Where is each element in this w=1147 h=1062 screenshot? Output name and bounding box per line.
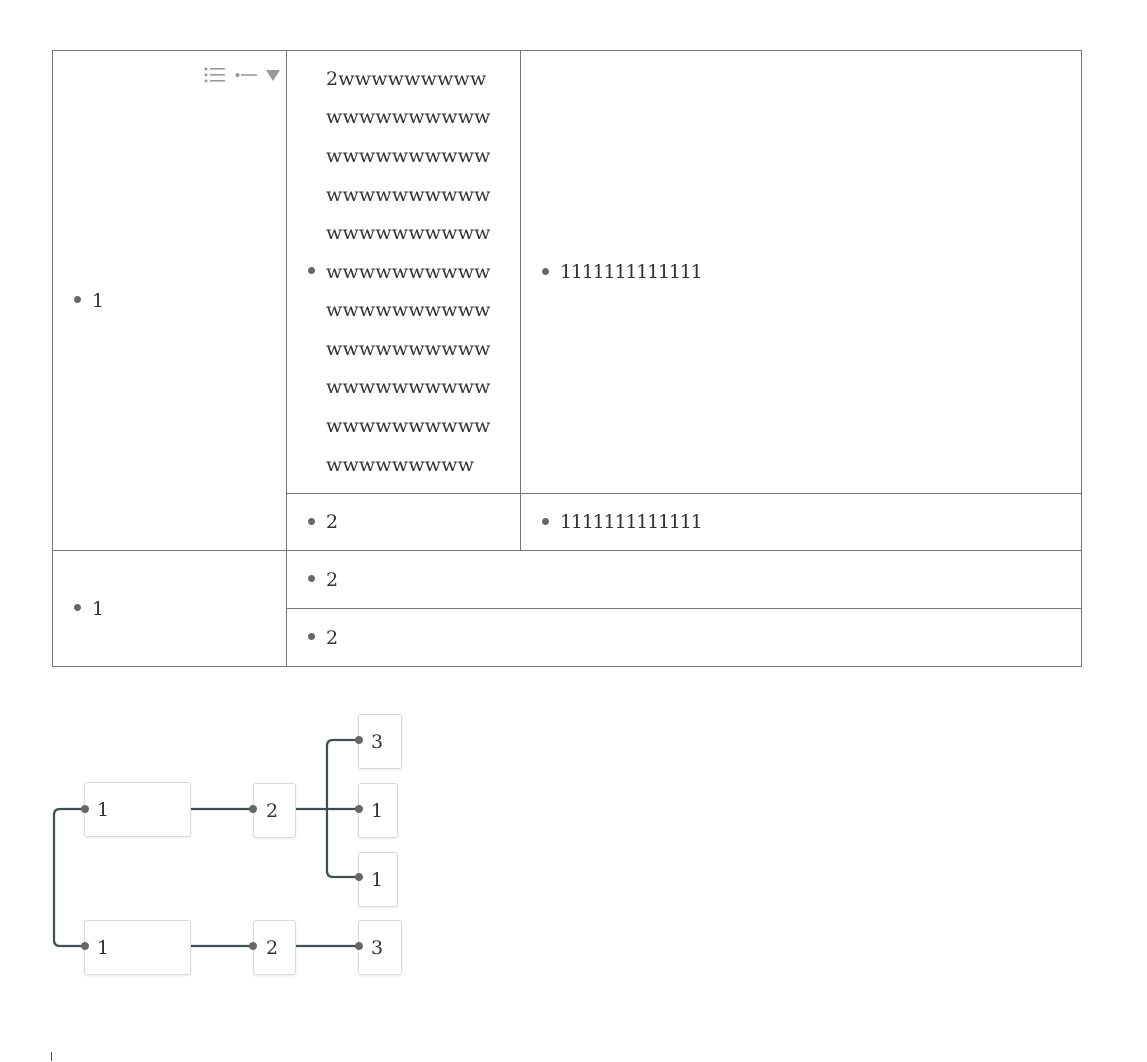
bullet-icon xyxy=(74,296,81,303)
level2-label: 2 xyxy=(326,568,339,591)
bullet-icon xyxy=(542,267,549,275)
level2-label: 2 xyxy=(326,626,339,649)
text-caret xyxy=(51,1052,52,1061)
dropdown-arrow-icon[interactable] xyxy=(266,67,280,83)
table-cell-level2[interactable]: 2wwwwwwwww wwwwwwwwww wwwwwwwwww wwwwwww… xyxy=(286,50,521,494)
table-cell-level2[interactable]: 2 xyxy=(286,550,1082,609)
connector-dot xyxy=(355,873,363,881)
connector-icon[interactable] xyxy=(235,67,257,83)
node-label: 2 xyxy=(266,937,279,959)
table-cell-level2[interactable]: 2 xyxy=(286,493,521,551)
connector-dot xyxy=(355,942,363,950)
connector-dot xyxy=(355,805,363,813)
connector-dot xyxy=(355,736,363,744)
bullet-icon xyxy=(74,604,81,611)
level1-label: 1 xyxy=(92,597,105,620)
connector-dot xyxy=(81,805,89,813)
bullet-icon xyxy=(308,517,315,525)
node-label: 3 xyxy=(371,937,384,959)
bullet-icon xyxy=(542,517,549,525)
list-table: 1 2wwwwwwwww wwwwwwwwww wwwwwwwwww wwwww… xyxy=(52,50,1082,667)
level3-label: 1111111111111 xyxy=(560,511,703,533)
level2-label: 2 xyxy=(326,511,339,533)
mindmap-node[interactable]: 1 xyxy=(358,783,398,838)
node-label: 1 xyxy=(97,799,110,821)
level2-label: 2wwwwwwwww wwwwwwwwww wwwwwwwwww wwwwwww… xyxy=(326,67,491,476)
mindmap-node[interactable]: 1 xyxy=(84,782,191,837)
bullet-icon xyxy=(308,266,315,274)
mindmap-node[interactable]: 1 xyxy=(358,852,398,907)
mindmap-node[interactable]: 3 xyxy=(358,920,402,975)
mindmap-node[interactable]: 2 xyxy=(253,920,296,975)
table-cell-level3[interactable]: 1111111111111 xyxy=(520,493,1082,551)
branch-connector xyxy=(325,738,358,879)
table-cell-level2[interactable]: 2 xyxy=(286,608,1082,667)
root-connector xyxy=(52,807,84,948)
bullet-icon xyxy=(308,575,315,582)
level3-label: 1111111111111 xyxy=(560,261,703,283)
cell-tools xyxy=(204,67,280,83)
mindmap-node[interactable]: 3 xyxy=(358,714,402,769)
connector-dot xyxy=(249,942,257,950)
level1-label: 1 xyxy=(92,289,105,312)
node-label: 3 xyxy=(371,731,384,753)
list-view-icon[interactable] xyxy=(204,67,226,83)
node-label: 1 xyxy=(371,869,384,891)
connector-dot xyxy=(249,805,257,813)
bullet-icon xyxy=(308,633,315,640)
line-group xyxy=(52,738,358,948)
mindmap-node[interactable]: 2 xyxy=(253,783,296,838)
mindmap-node[interactable]: 1 xyxy=(84,920,191,975)
node-label: 2 xyxy=(266,800,279,822)
table-cell-level1[interactable]: 1 xyxy=(52,50,287,551)
node-label: 1 xyxy=(97,937,110,959)
table-cell-level1[interactable]: 1 xyxy=(52,550,287,667)
connector-dot xyxy=(81,942,89,950)
table-cell-level3[interactable]: 1111111111111 xyxy=(520,50,1082,494)
node-label: 1 xyxy=(371,800,384,822)
